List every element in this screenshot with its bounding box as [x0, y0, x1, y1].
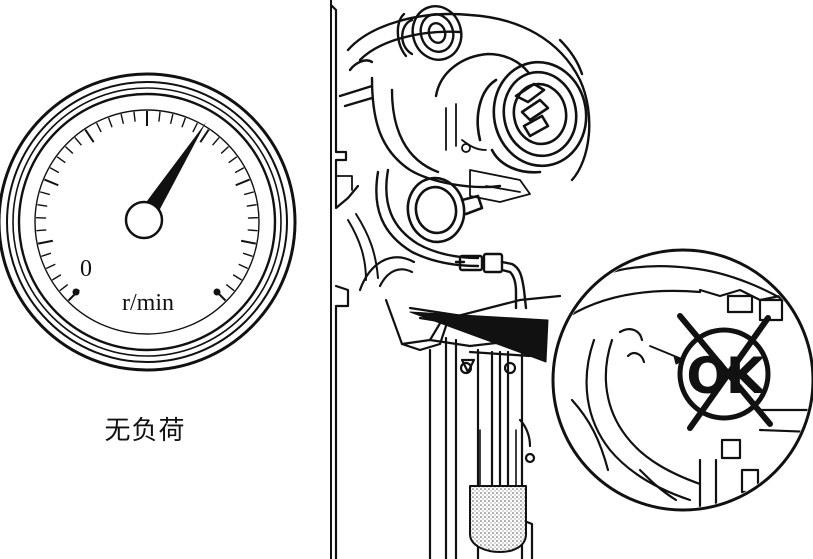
gauge-dot-left: [72, 288, 80, 296]
engine-block: [358, 256, 562, 559]
caption-no-load: 无负荷: [104, 416, 186, 446]
gauge-tick: [238, 263, 249, 270]
turbo-housing: [338, 12, 591, 189]
gauge-tick: [232, 274, 243, 281]
gauge-tick: [84, 129, 95, 143]
gauge-tick: [181, 117, 187, 128]
gauge-tick: [246, 203, 257, 207]
compressor-outlet: [396, 5, 463, 61]
gauge-tick: [36, 229, 47, 232]
gauge-tick: [220, 146, 229, 154]
gauge-tick: [39, 191, 50, 196]
engine-bracket: [329, 3, 360, 559]
gauge-needle: [136, 122, 207, 225]
gauge-tick: [37, 239, 54, 245]
gauge-unit-label: r/min: [122, 290, 174, 316]
gauge-tick: [240, 239, 257, 245]
gauge-tick: [59, 283, 69, 292]
gauge-tick: [95, 122, 102, 133]
turbo-body-detail: [445, 103, 531, 203]
lower-flange: [406, 176, 484, 244]
tachometer-gauge: 0 r/min: [0, 72, 297, 372]
gauge-tick: [37, 203, 48, 207]
gauge-tick: [44, 178, 59, 187]
gauge-tick: [234, 167, 245, 174]
gauge-tick: [158, 111, 161, 122]
oil-line: [375, 168, 528, 310]
ok-crossed-badge: OK: [677, 313, 773, 431]
cross-line-2: [687, 315, 771, 431]
magnified-detail: OK: [551, 248, 813, 512]
gauge-tick: [169, 113, 174, 124]
gauge-tick: [228, 156, 238, 164]
gauge-tick: [56, 156, 66, 164]
gauge-tick: [199, 129, 210, 143]
gauge-tick: [235, 178, 250, 187]
gauge-tick: [51, 274, 62, 281]
leader-wedge: [409, 311, 549, 363]
elbow-joint: [347, 213, 379, 281]
gauge-tick: [49, 167, 60, 174]
gauge-tick: [192, 122, 199, 133]
gauge-tick: [212, 137, 220, 146]
gauge-rim-inner-1: [6, 81, 288, 363]
turbo-main-outlet: [476, 60, 588, 174]
gauge-rim-inner-3: [17, 92, 277, 352]
engine-turbocharger-drawing: [329, 3, 591, 559]
gauge-tick: [225, 283, 235, 292]
cross-line-1: [677, 313, 773, 427]
gauge-tick: [107, 117, 113, 128]
gauge-tick: [247, 229, 258, 232]
gauge-rim-inner-2: [12, 87, 282, 357]
engine-wall-notch: [335, 175, 353, 191]
gauge-tick: [65, 146, 74, 154]
gauge-tick: [41, 252, 52, 257]
fuel-reservoir: [469, 429, 527, 553]
gauge-tick: [120, 113, 125, 124]
gauge-tick: [242, 252, 253, 257]
gauge-zero-label: 0: [80, 256, 92, 282]
gauge-tick: [244, 191, 255, 196]
gauge-hub: [124, 200, 164, 240]
gauge-tick: [133, 111, 136, 122]
gauge-tick: [45, 263, 56, 270]
gauge-tick: [74, 137, 82, 146]
gauge-dot-right: [213, 288, 221, 296]
